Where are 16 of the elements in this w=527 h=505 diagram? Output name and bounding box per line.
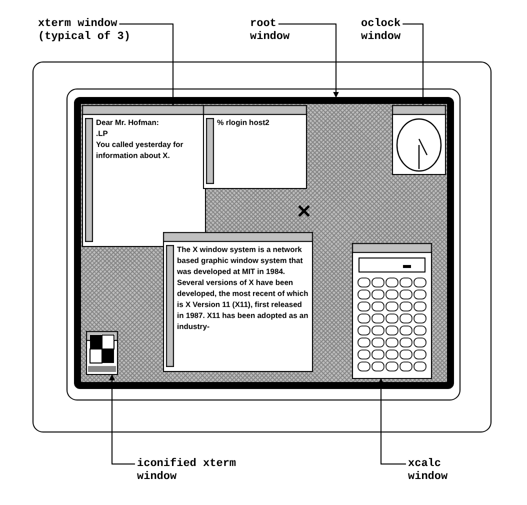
application-window <box>82 105 206 247</box>
application-window <box>352 243 432 379</box>
application-window <box>163 232 313 372</box>
callout-label: xcalc window <box>408 458 468 484</box>
leader-line <box>378 378 406 464</box>
callout-label: root window <box>250 18 310 44</box>
leader-line <box>402 24 426 106</box>
callout-label: iconified xterm window <box>137 458 247 484</box>
callout-label: oclock window <box>361 18 421 44</box>
application-window <box>203 105 307 189</box>
application-window <box>392 105 446 175</box>
callout-label: xterm window (typical of 3) <box>38 18 148 44</box>
leader-line <box>109 374 136 464</box>
screen-background <box>74 97 454 389</box>
leader-line <box>118 24 176 106</box>
leader-line <box>278 24 339 98</box>
